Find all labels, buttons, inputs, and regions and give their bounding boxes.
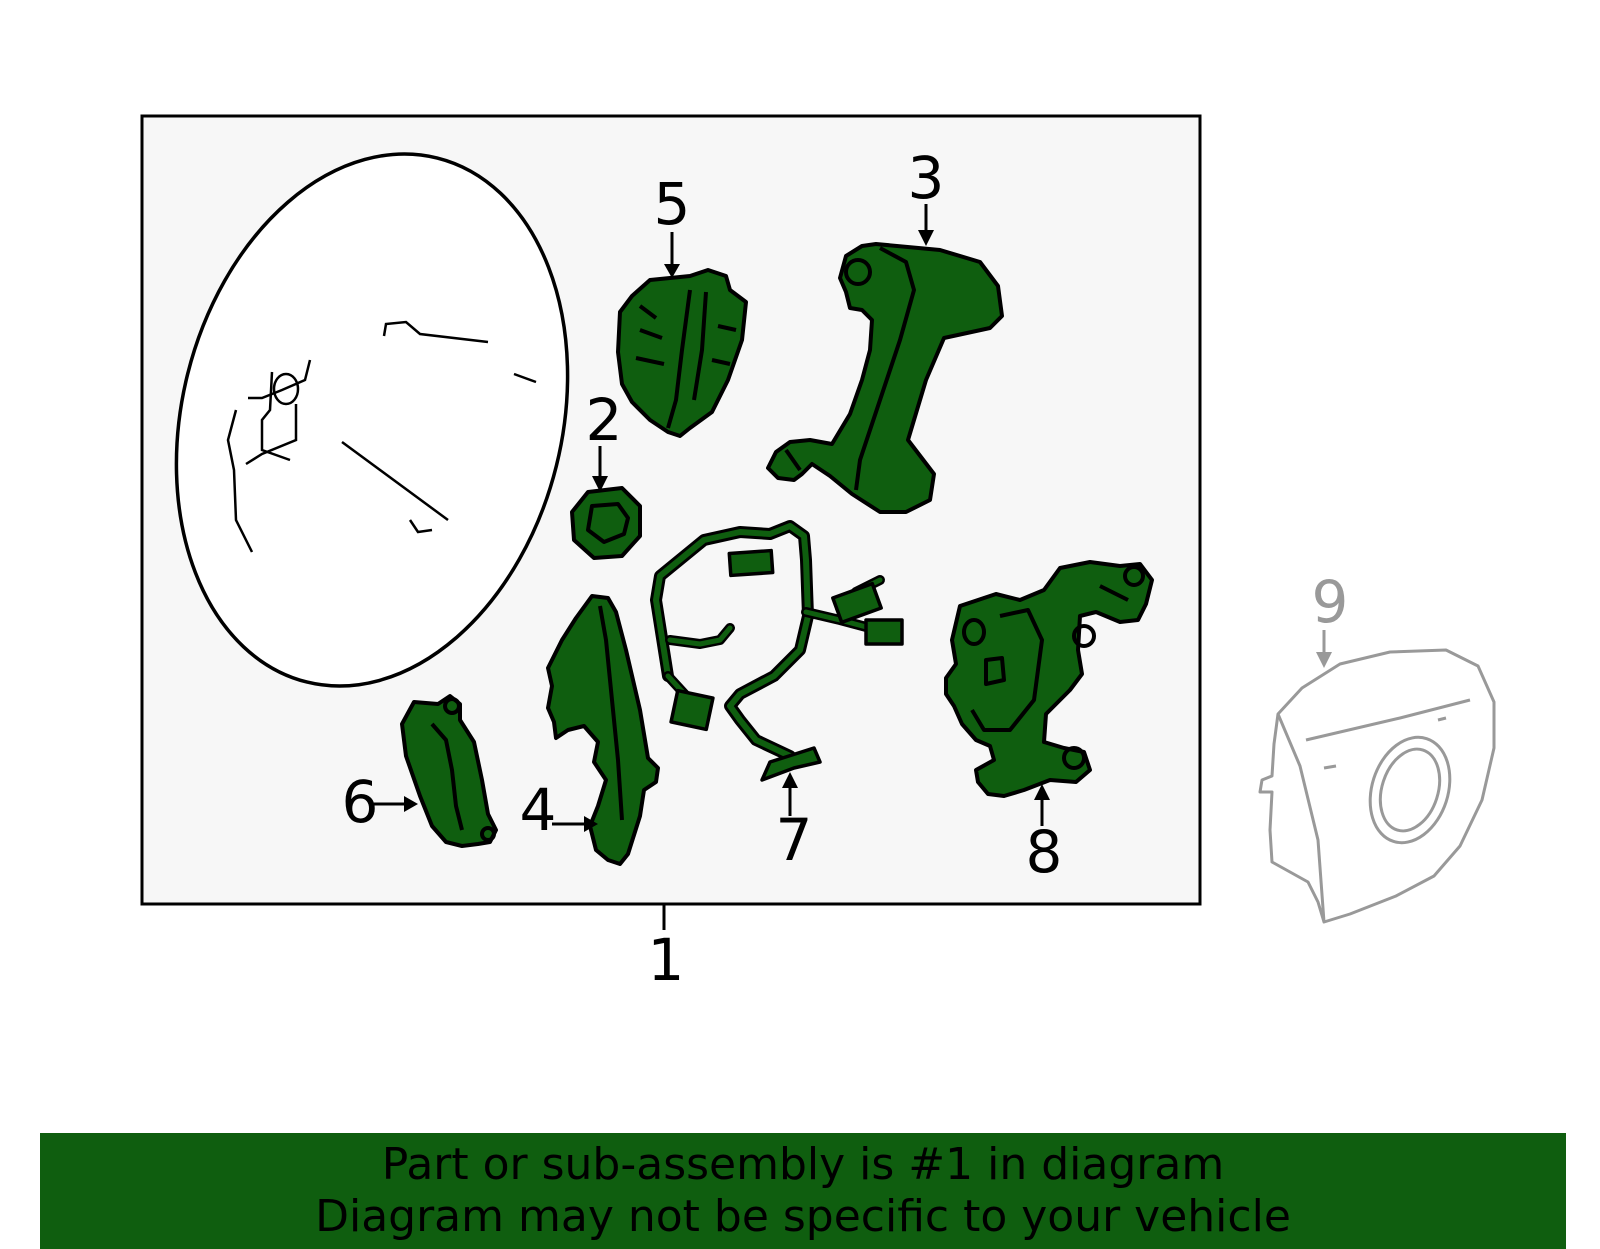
callout-4: 4 bbox=[520, 776, 557, 844]
part-3-trim-cover[interactable] bbox=[766, 242, 1004, 514]
part-5-switch-module[interactable] bbox=[616, 268, 748, 438]
banner-line-1: Part or sub-assembly is #1 in diagram bbox=[381, 1139, 1225, 1190]
callout-8: 8 bbox=[1026, 818, 1063, 886]
steering-wheel-outline bbox=[174, 152, 570, 688]
callout-6: 6 bbox=[342, 768, 379, 836]
callout-2: 2 bbox=[586, 386, 623, 454]
callout-3: 3 bbox=[908, 144, 945, 212]
callout-7: 7 bbox=[776, 806, 813, 874]
leader-lines bbox=[374, 204, 1050, 930]
part-9-airbag-module bbox=[1258, 648, 1496, 924]
callout-5: 5 bbox=[654, 170, 691, 238]
part-7-connectors bbox=[669, 548, 904, 782]
info-banner: Part or sub-assembly is #1 in diagram Di… bbox=[40, 1133, 1566, 1249]
callout-9: 9 bbox=[1312, 568, 1349, 636]
part-6-left-switch[interactable] bbox=[400, 694, 498, 848]
banner-line-2: Diagram may not be specific to your vehi… bbox=[315, 1191, 1291, 1242]
part-2-nut[interactable] bbox=[570, 486, 642, 560]
part-8-clock-spring[interactable] bbox=[944, 560, 1154, 798]
leader-line-9 bbox=[1316, 630, 1332, 668]
callout-1: 1 bbox=[648, 926, 685, 994]
